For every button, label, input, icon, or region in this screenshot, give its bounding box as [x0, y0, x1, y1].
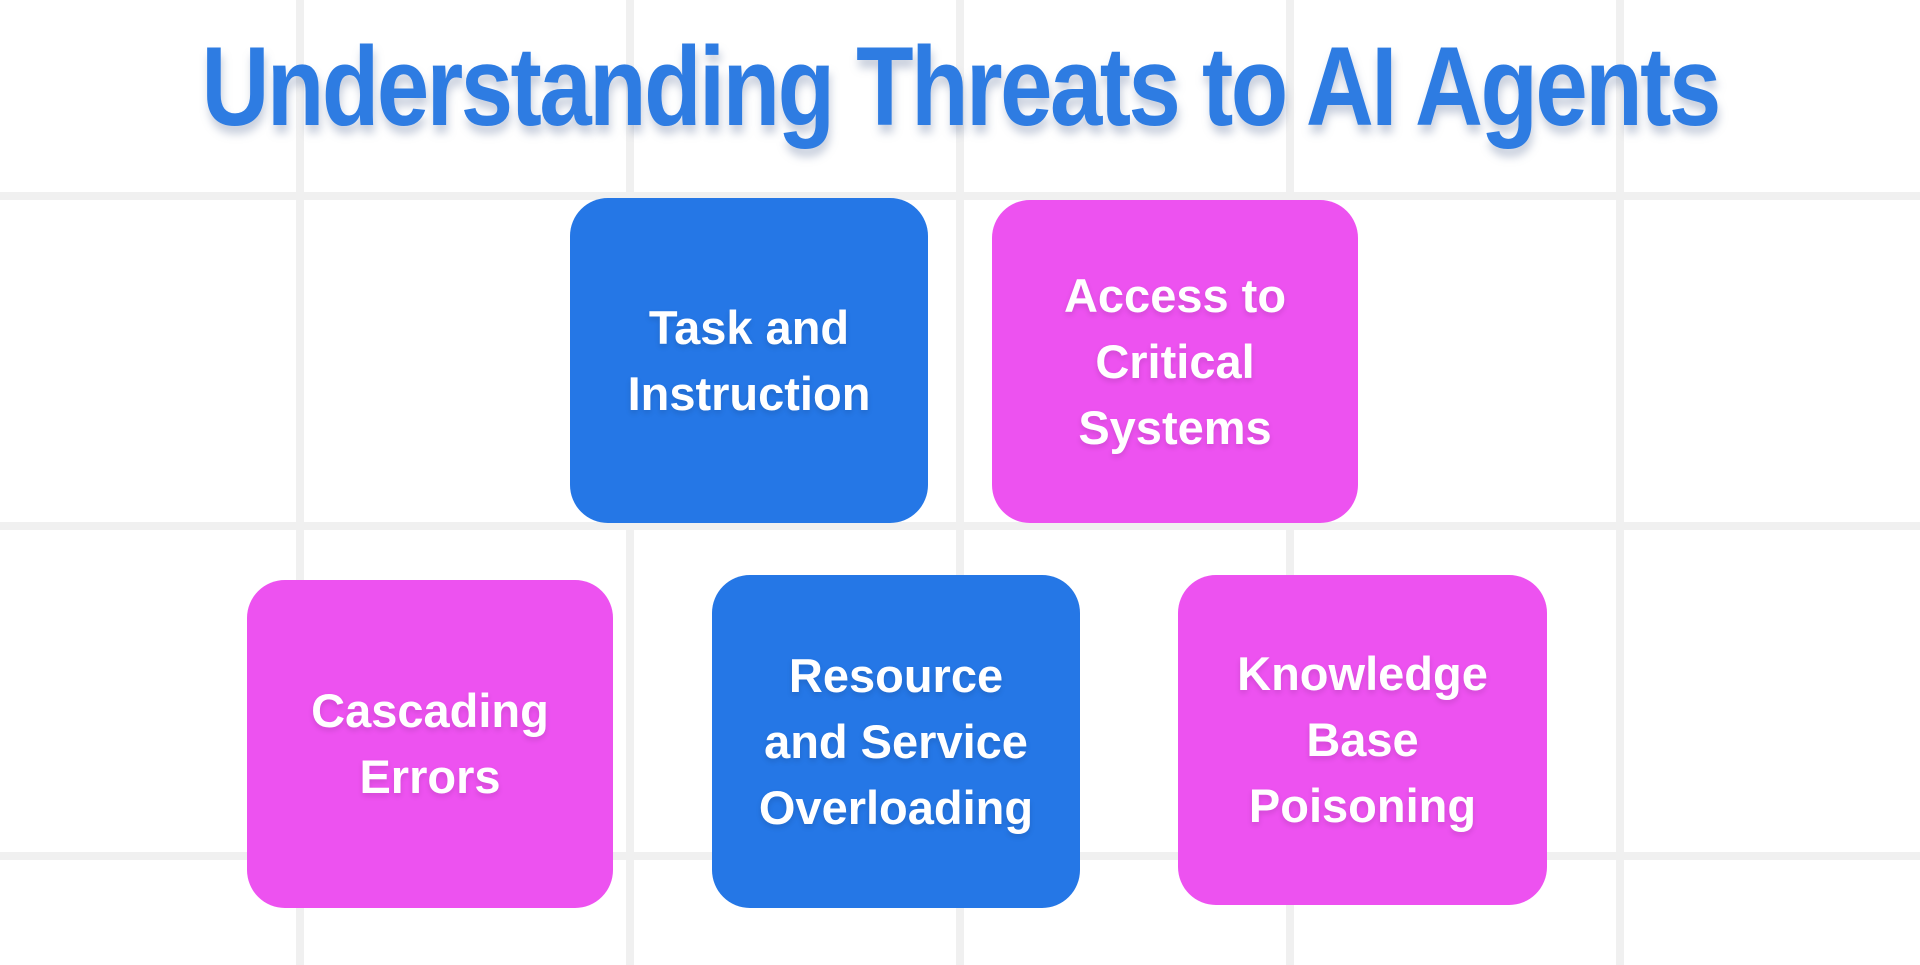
page-header: Understanding Threats to AI Agents: [0, 22, 1920, 151]
threat-card-label-line: Knowledge: [1237, 647, 1488, 700]
threat-card-task-and-instruction: Task and Instruction: [570, 198, 928, 523]
threat-card-access-to-critical-systems: Access to Critical Systems: [992, 200, 1358, 523]
threat-card-cascading-errors: Cascading Errors: [247, 580, 613, 908]
threat-card-knowledge-base-poisoning: Knowledge Base Poisoning: [1178, 575, 1547, 905]
threat-card-label-line: Task and: [648, 300, 850, 354]
threat-card-label-line: Poisoning: [1248, 779, 1477, 832]
threat-card-label-line: Critical: [1095, 334, 1255, 388]
threat-card-resource-and-service-overloading: Resource and Service Overloading: [712, 575, 1080, 908]
threat-card-label-line: Systems: [1078, 400, 1272, 454]
threat-card-label-line: Resource: [788, 648, 1004, 702]
page-title: Understanding Threats to AI Agents: [201, 24, 1721, 149]
threat-card-label-line: Overloading: [758, 780, 1034, 834]
threat-card-label-line: Base: [1306, 713, 1419, 766]
threat-card-label-line: Access to: [1063, 268, 1287, 322]
threat-card-label-line: Cascading: [311, 684, 549, 737]
threat-card-label-line: Instruction: [627, 366, 871, 420]
threat-card-label-line: and Service: [764, 714, 1028, 768]
threat-card-label-line: Errors: [359, 750, 501, 803]
